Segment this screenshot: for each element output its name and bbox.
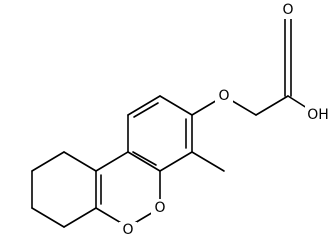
acid-hydroxyl-text: OH: [307, 107, 329, 123]
atom-labels: O O O O OH: [119, 1, 331, 238]
bond-c2-c1: [127, 95, 161, 116]
bond-c10-c9: [31, 151, 65, 172]
ether-oxygen-text: O: [218, 88, 229, 104]
bond-c9a-c10: [63, 151, 97, 172]
bond-c3-c2: [159, 95, 193, 116]
bond-c4a-c9b-inner: [132, 151, 157, 166]
acid-carbonyl-oxygen-label: O: [279, 1, 297, 19]
bonds: [31, 9, 319, 238]
bond-c7-c6a: [63, 207, 97, 228]
ring-oxygen-label: O: [151, 199, 169, 217]
bond-ch2-c-acid: [255, 95, 289, 116]
bond-c4-methyl: [191, 151, 225, 172]
bond-c2-c1-inner: [133, 102, 159, 118]
acid-carbonyl-oxygen-text: O: [282, 2, 293, 18]
lactone-carbonyl-oxygen-label: O: [119, 222, 137, 238]
ether-oxygen-label: O: [215, 87, 233, 105]
ring-oxygen-text: O: [154, 200, 165, 216]
lactone-carbonyl-oxygen-text: O: [122, 222, 133, 238]
bond-c4a-c4: [159, 151, 193, 172]
bond-c9b-c4a: [127, 151, 161, 172]
acid-hydroxyl-label: OH: [305, 106, 331, 124]
bond-c9a-c9b: [95, 151, 129, 172]
bond-c8-c7: [31, 207, 65, 228]
